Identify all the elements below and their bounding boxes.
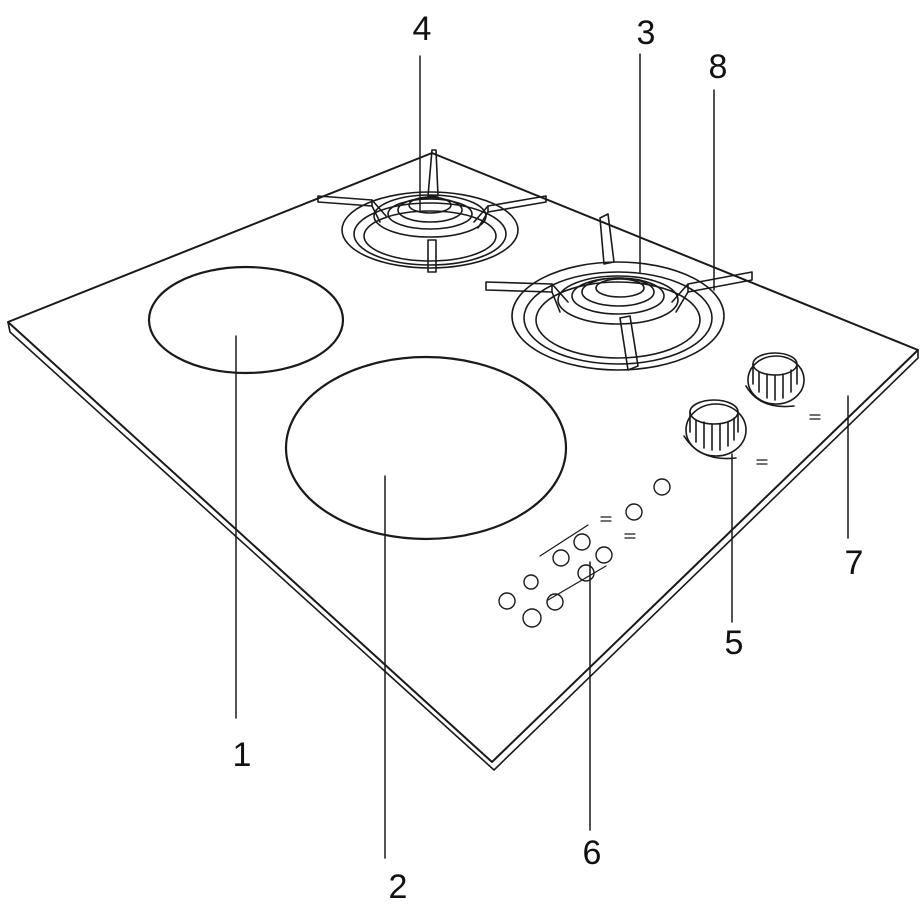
callout-8: 8 [708,48,728,86]
cooking-zone-large [284,355,568,541]
gas-burner-front [485,213,753,371]
callout-5: 5 [724,624,744,662]
cooking-zone-small [147,265,345,375]
callout-1: 1 [232,736,252,774]
callout-2: 2 [388,868,408,906]
touch-control-panel[interactable] [498,414,821,628]
callout-4: 4 [412,10,432,48]
callout-6: 6 [582,834,602,872]
control-knob-rear[interactable] [745,352,805,408]
gas-burner-rear [317,149,547,273]
leader-lines [235,53,849,859]
cooktop-glass [7,152,919,771]
callout-7: 7 [844,544,864,582]
callout-3: 3 [636,14,656,52]
control-knob-front[interactable] [683,399,747,460]
